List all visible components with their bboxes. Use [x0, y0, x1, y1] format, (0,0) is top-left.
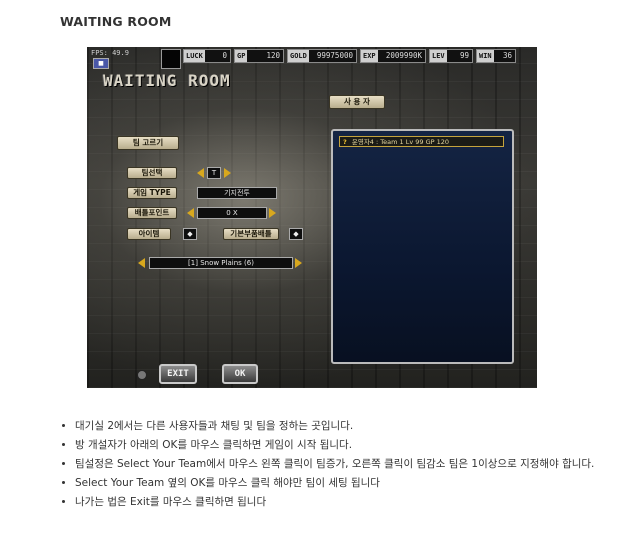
hud-luck-value: 0: [222, 51, 227, 60]
list-item: 나가는 법은 Exit를 마우스 클릭하면 됩니다: [75, 493, 615, 512]
map-value: [1] Snow Plains (6): [149, 257, 293, 269]
avatar: [161, 49, 181, 69]
hud-luck-label: LUCK: [184, 50, 205, 62]
hud-lev: LEV 99: [429, 49, 473, 63]
default-item-label: 기본부품배틀: [223, 228, 279, 240]
bolt-decoration: [137, 370, 147, 380]
battle-point-value: 0 X: [197, 207, 267, 219]
notes-list: 대기실 2에서는 다른 사용자들과 채팅 및 팀을 정하는 곳입니다. 방 개설…: [60, 417, 615, 512]
team-label: 팀선택: [127, 167, 177, 179]
item-label: 아이템: [127, 228, 171, 240]
hud-luck: LUCK 0: [183, 49, 231, 63]
users-header: 사 용 자: [329, 95, 385, 109]
keyboard-icon: ■: [93, 58, 109, 69]
list-item: Select Your Team 옆의 OK를 마우스 클릭 해야만 팀이 세팅…: [75, 474, 615, 493]
ok-button[interactable]: OK: [222, 364, 258, 384]
game-type-value[interactable]: 기지전투: [197, 187, 277, 199]
game-type-label: 게임 TYPE: [127, 187, 177, 199]
user-status-icon: ?: [343, 138, 347, 146]
fps-counter: FPS: 49.9: [91, 49, 129, 57]
game-screenshot: FPS: 49.9 ■ LUCK 0 GP 120 GOLD 99975000 …: [87, 47, 537, 388]
map-prev-arrow[interactable]: [138, 258, 145, 268]
hud-lev-value: 99: [459, 51, 469, 60]
hud-gp-label: GP: [235, 50, 248, 62]
page-title: WAITING ROOM: [60, 14, 172, 29]
hud-win: WIN 36: [476, 49, 516, 63]
hud-exp-value: 2009990K: [385, 51, 422, 60]
item-toggle-icon[interactable]: ◆: [183, 228, 197, 240]
map-next-arrow[interactable]: [295, 258, 302, 268]
hud-gp: GP 120: [234, 49, 284, 63]
hud-win-label: WIN: [477, 50, 494, 62]
list-item: 방 개설자가 아래의 OK를 마우스 클릭하면 게임이 시작 됩니다.: [75, 436, 615, 455]
hud-gold-value: 99975000: [316, 51, 353, 60]
list-item: 팀설정은 Select Your Team에서 마우스 왼쪽 클릭이 팀증가, …: [75, 455, 615, 474]
hud-gold-label: GOLD: [288, 50, 309, 62]
team-value: T: [207, 167, 221, 179]
list-item: 대기실 2에서는 다른 사용자들과 채팅 및 팀을 정하는 곳입니다.: [75, 417, 615, 436]
exit-button[interactable]: EXIT: [159, 364, 197, 384]
team-select-button[interactable]: 팀 고르기: [117, 136, 179, 150]
hud-gp-value: 120: [266, 51, 280, 60]
battle-point-label: 배틀포인트: [127, 207, 177, 219]
hud-lev-label: LEV: [430, 50, 447, 62]
user-list-item[interactable]: ? 운영자4 : Team 1 Lv 99 GP 120: [339, 136, 504, 147]
team-decrease-arrow[interactable]: [197, 168, 204, 178]
user-list-panel: ? 운영자4 : Team 1 Lv 99 GP 120: [331, 129, 514, 364]
waiting-room-title: WAITING ROOM: [103, 71, 231, 90]
hud-gold: GOLD 99975000: [287, 49, 357, 63]
battle-point-decrease-arrow[interactable]: [187, 208, 194, 218]
team-increase-arrow[interactable]: [224, 168, 231, 178]
battle-point-increase-arrow[interactable]: [269, 208, 276, 218]
hud-exp-label: EXP: [361, 50, 378, 62]
hud-win-value: 36: [502, 51, 512, 60]
default-item-toggle-icon[interactable]: ◆: [289, 228, 303, 240]
hud-exp: EXP 2009990K: [360, 49, 426, 63]
user-list-item-text: 운영자4 : Team 1 Lv 99 GP 120: [351, 138, 450, 146]
